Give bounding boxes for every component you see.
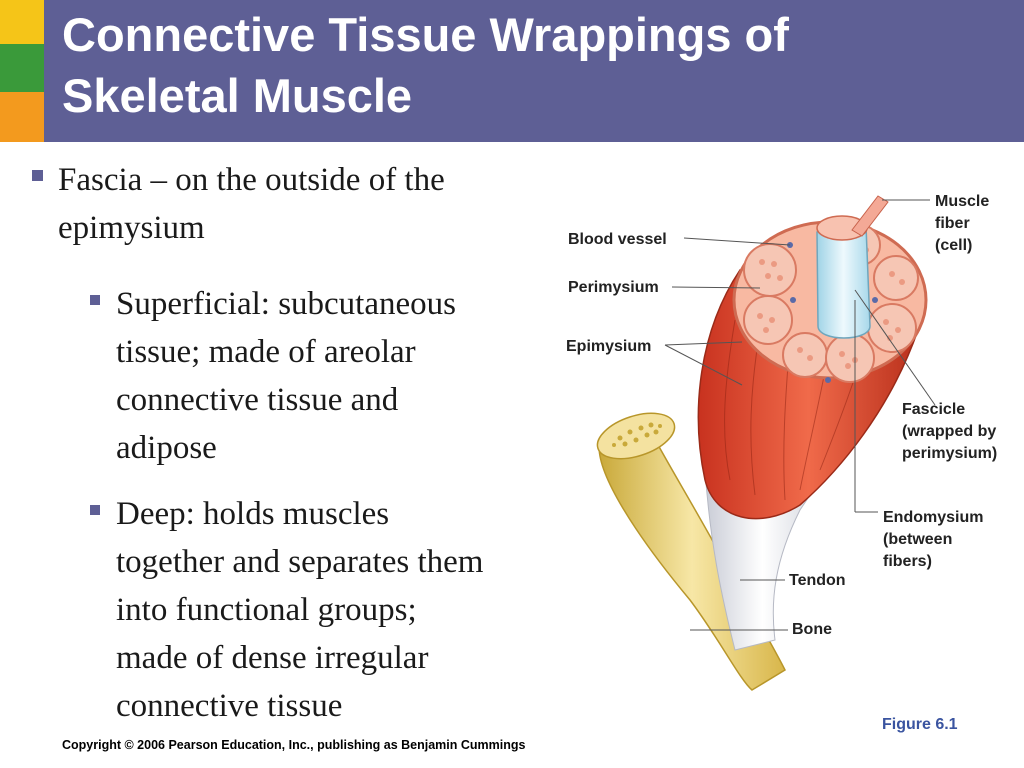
- bullet-superficial-line: adipose: [116, 430, 217, 466]
- bullet-deep-line: connective tissue: [116, 688, 343, 724]
- bullet-superficial-line: tissue; made of areolar: [116, 334, 416, 370]
- muscle-anatomy-diagram: Blood vessel Perimysium Epimysium Muscle…: [566, 193, 997, 691]
- fascicle-cylinder: [816, 225, 871, 339]
- bullet-marker-icon: [32, 170, 43, 181]
- bullet-fascia-line: epimysium: [58, 210, 205, 246]
- bullet-fascia-line: Fascia – on the outside of the: [58, 162, 445, 198]
- label-fascicle-2: (wrapped by: [902, 423, 996, 440]
- title-bar: [44, 0, 1024, 142]
- accent-stripe-orange: [0, 92, 44, 142]
- fascicle-group: [743, 224, 919, 383]
- slide-title-line-1: Connective Tissue Wrappings of: [62, 8, 789, 61]
- muscle-fiber-strand: [851, 195, 889, 237]
- label-fascicle-3: perimysium): [902, 445, 997, 462]
- label-epimysium: Epimysium: [566, 338, 651, 355]
- bullet-deep-line: made of dense irregular: [116, 640, 429, 676]
- label-endomysium-1: Endomysium: [883, 509, 983, 526]
- sub-bullet-marker-icon: [90, 505, 100, 515]
- label-muscle-fiber-2: fiber: [935, 215, 970, 232]
- label-fascicle-1: Fascicle: [902, 401, 965, 418]
- copyright-notice: Copyright © 2006 Pearson Education, Inc.…: [62, 738, 526, 752]
- label-muscle-fiber-3: (cell): [935, 237, 972, 254]
- accent-stripe-yellow: [0, 0, 44, 44]
- slide-title: Connective Tissue Wrappings of Skeletal …: [62, 4, 1012, 126]
- bullet-deep-line: into functional groups;: [116, 592, 417, 628]
- slide-title-line-2: Skeletal Muscle: [62, 69, 413, 122]
- label-perimysium: Perimysium: [568, 279, 659, 296]
- bullet-superficial-line: connective tissue and: [116, 382, 399, 418]
- bullet-deep: Deep: holds muscles together and separat…: [88, 490, 588, 730]
- label-endomysium-3: fibers): [883, 553, 932, 570]
- label-tendon: Tendon: [789, 572, 846, 589]
- bullet-deep-line: Deep: holds muscles: [116, 496, 390, 532]
- label-blood-vessel: Blood vessel: [568, 231, 667, 248]
- bullet-superficial-line: Superficial: subcutaneous: [116, 286, 456, 322]
- figure-label: Figure 6.1: [882, 716, 958, 733]
- bullet-superficial: Superficial: subcutaneous tissue; made o…: [88, 280, 588, 472]
- bullet-deep-line: together and separates them: [116, 544, 484, 580]
- blood-vessel-dots: [787, 242, 878, 383]
- bullet-fascia: Fascia – on the outside of the epimysium: [30, 156, 550, 252]
- leader-lines: [664, 199, 936, 631]
- sub-bullet-marker-icon: [90, 295, 100, 305]
- label-muscle-fiber-1: Muscle: [935, 193, 989, 210]
- label-bone: Bone: [792, 621, 832, 638]
- accent-stripe-green: [0, 44, 44, 92]
- label-endomysium-2: (between: [883, 531, 952, 548]
